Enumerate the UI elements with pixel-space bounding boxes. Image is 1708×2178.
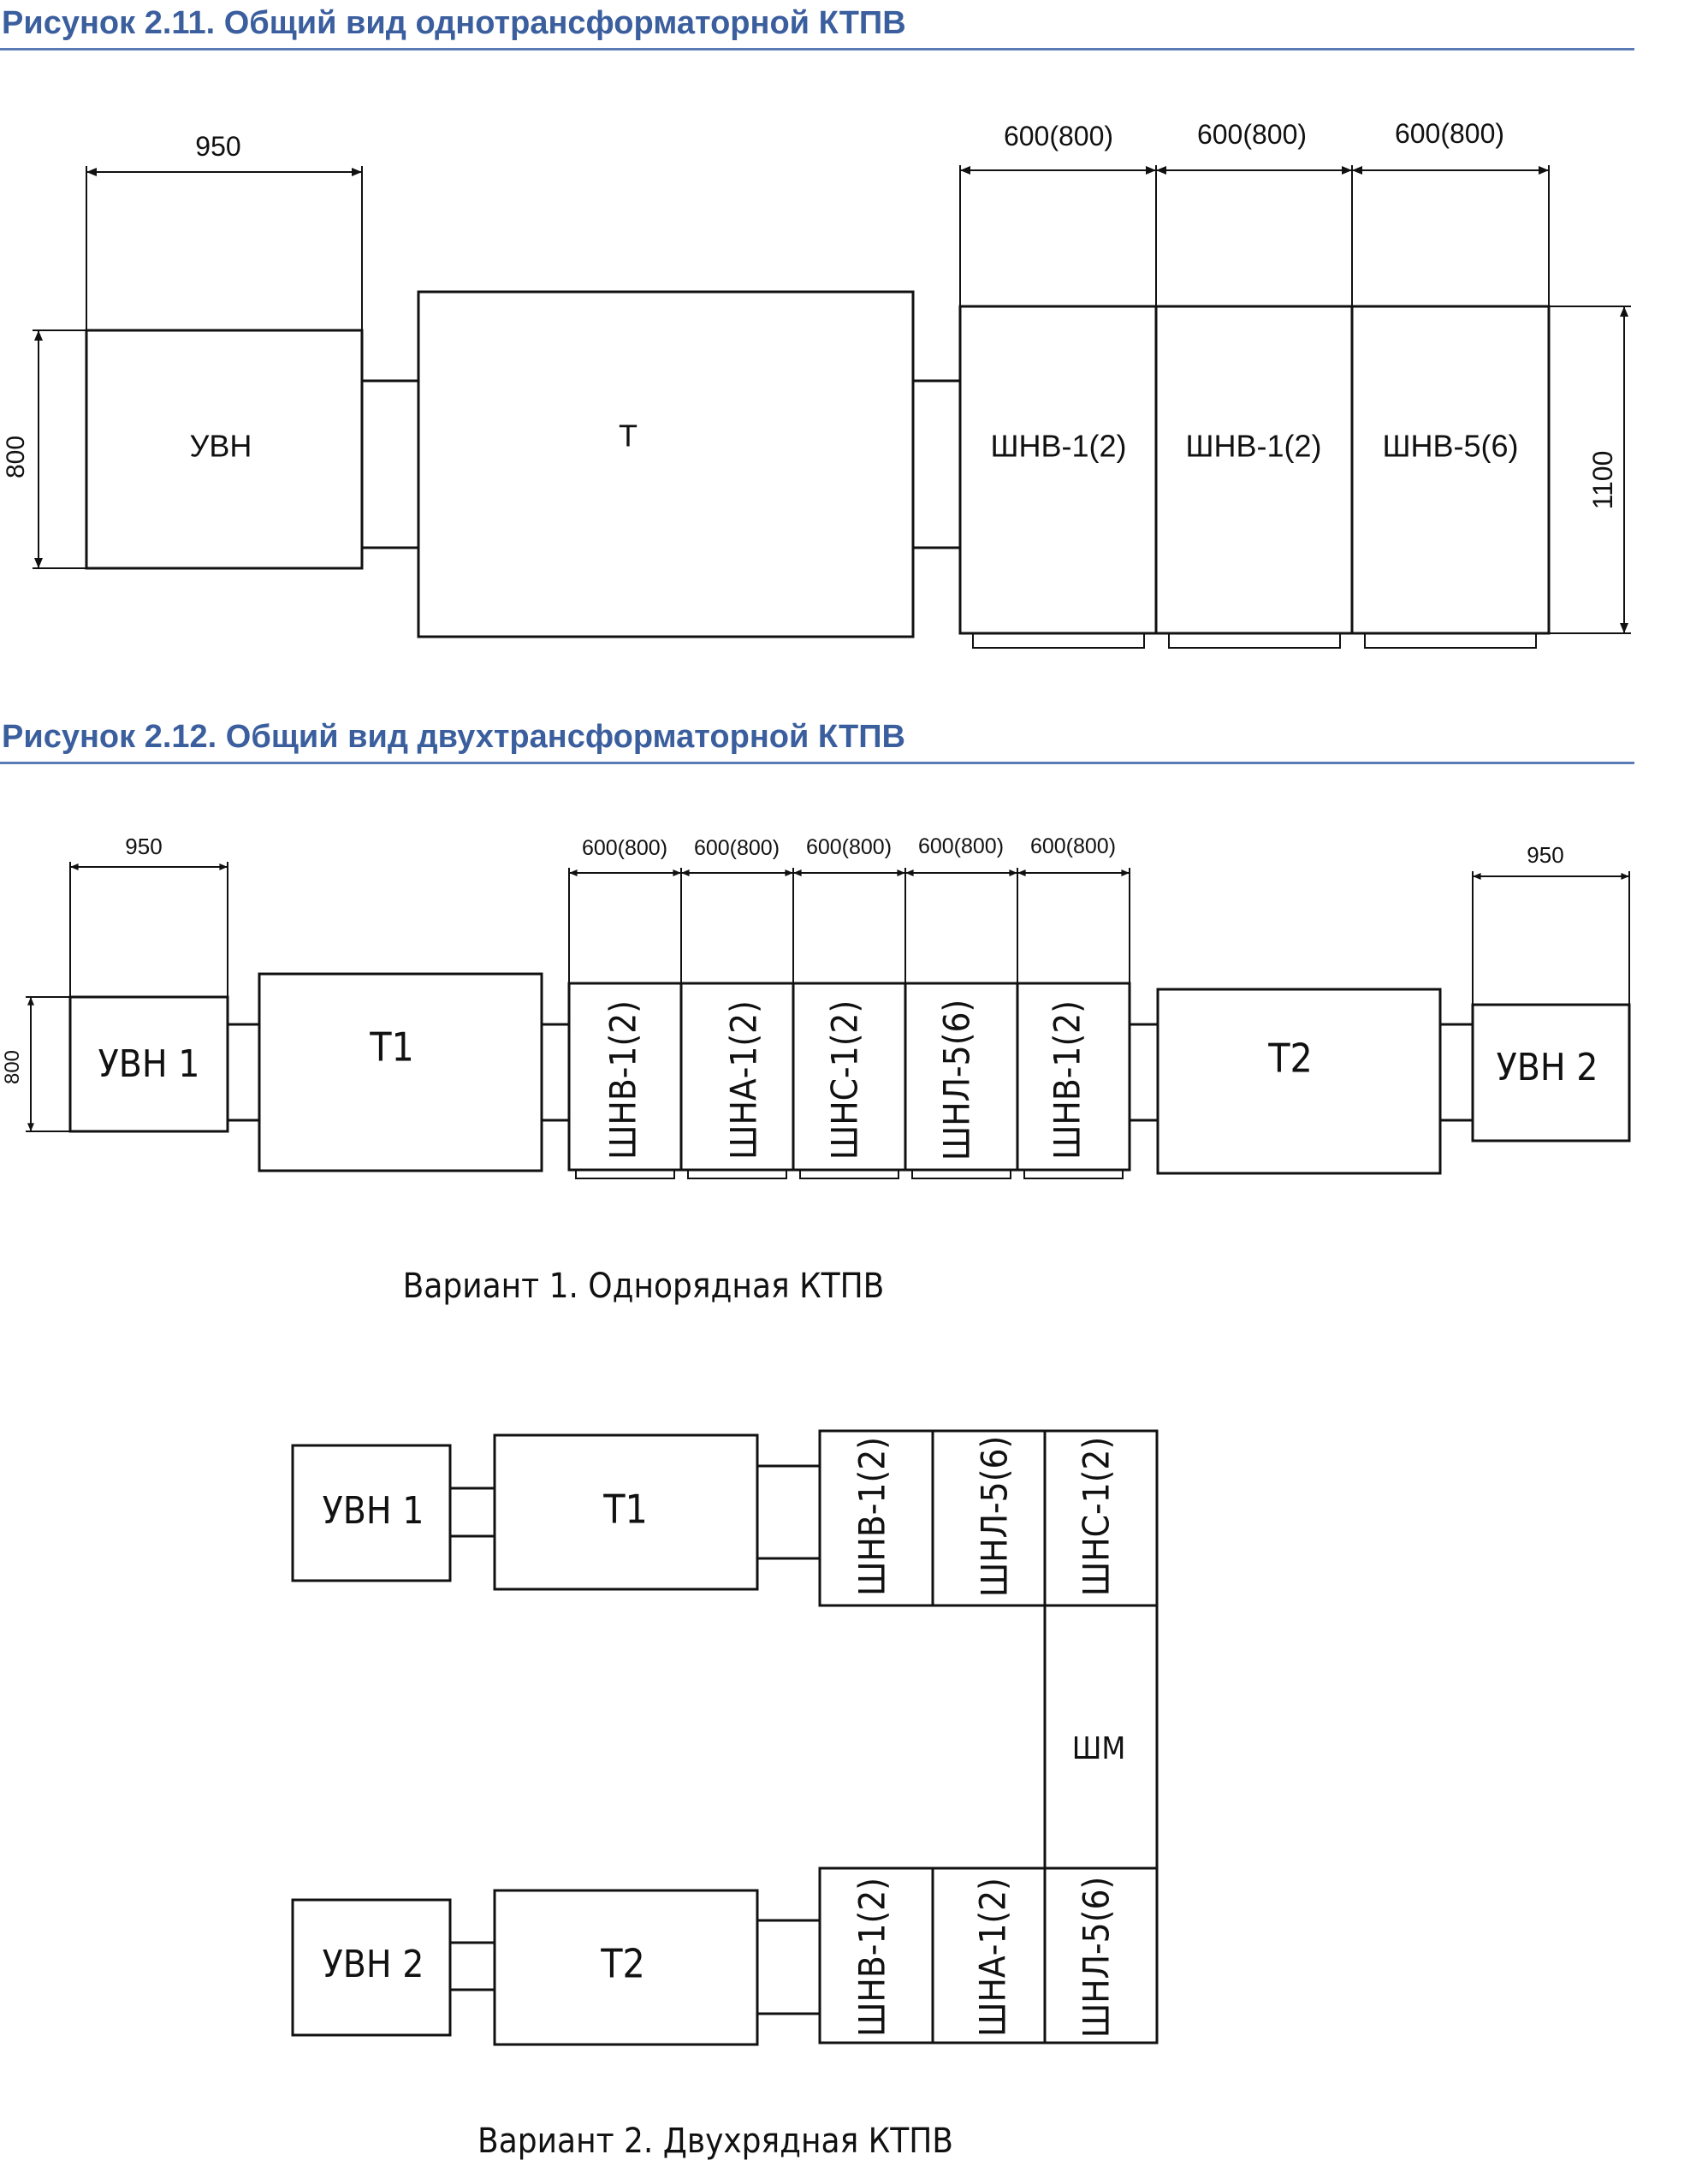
uvn2-label: УВН 2 xyxy=(1497,1046,1598,1089)
t1-label: Т1 xyxy=(369,1024,414,1071)
t2-label: Т2 xyxy=(1267,1036,1313,1082)
cabinet-height-dim: 1100 xyxy=(1587,451,1618,510)
cabinet-4-label: ШНЛ-5(6) xyxy=(936,1000,978,1160)
cabinet-1-label: ШНВ-1(2) xyxy=(602,1000,644,1160)
cabinet-5-label: ШНА-1(2) xyxy=(972,1878,1014,2037)
uvn2-block xyxy=(291,1898,452,2037)
figure-2-title: Рисунок 2.12. Общий вид двухтрансформато… xyxy=(2,719,906,755)
variant-2-caption: Вариант 2. Двухрядная КТПВ xyxy=(477,2122,953,2161)
transformer-block xyxy=(417,290,915,638)
uvn-label: УВН xyxy=(190,429,252,464)
figure-1-rule xyxy=(0,48,1634,50)
cabinet-plinth xyxy=(972,632,1145,649)
uvn1-block xyxy=(68,995,229,1133)
cabinet-3-label: ШНС-1(2) xyxy=(1076,1437,1118,1596)
cabinet-width-dim: 600(800) xyxy=(694,836,780,860)
cabinet-width-dim: 600(800) xyxy=(1197,119,1307,150)
uvn-height-dim: 800 xyxy=(2,436,30,478)
cabinet-plinth xyxy=(911,1169,1011,1179)
cabinet-plinth xyxy=(687,1169,787,1179)
shm-label: ШМ xyxy=(1072,1731,1126,1766)
cabinet-1-label: ШНВ-1(2) xyxy=(851,1437,893,1596)
cabinet-1 xyxy=(958,305,1158,635)
figure-2-rule xyxy=(0,762,1634,764)
figure-1-diagram: УВН Т ШНВ-1(2) ШНВ-1(2) ШНВ-5(6) 950 800 xyxy=(2,118,1631,649)
cabinet-width-dim: 600(800) xyxy=(1004,121,1113,151)
cabinet-6-label: ШНЛ-5(6) xyxy=(1076,1877,1118,2038)
cabinet-3-label: ШНС-1(2) xyxy=(824,1000,866,1160)
cabinet-2 xyxy=(1154,305,1354,635)
uvn2-width-dim: 950 xyxy=(1527,842,1563,868)
uvn1-height-dim: 800 xyxy=(1,1050,24,1084)
cabinet-plinth xyxy=(575,1169,675,1179)
cabinet-plinth xyxy=(1364,632,1537,649)
uvn-block xyxy=(85,329,364,570)
cabinet-plinth xyxy=(799,1169,899,1179)
t1-block xyxy=(493,1433,759,1591)
cabinet-width-dim: 600(800) xyxy=(806,835,892,859)
cabinet-3-label: ШНВ-5(6) xyxy=(1382,429,1518,464)
cabinet-2-label: ШНВ-1(2) xyxy=(1185,429,1321,464)
cabinet-plinth xyxy=(1168,632,1341,649)
cabinet-width-dim: 600(800) xyxy=(918,834,1004,858)
cabinet-plinth xyxy=(1023,1169,1124,1179)
t2-block xyxy=(493,1889,759,2046)
t2-label: Т2 xyxy=(600,1941,645,1987)
cabinet-width-dim: 600(800) xyxy=(1030,834,1116,858)
uvn1-block xyxy=(291,1444,452,1582)
cabinet-6 xyxy=(1043,1866,1159,2044)
cabinet-3 xyxy=(1350,305,1551,635)
t1-label: Т1 xyxy=(602,1487,648,1533)
figure-2-variant-2: УВН 1 Т1 ШНВ-1(2) ШНЛ-5(6) ШНС-1(2) ШМ У… xyxy=(291,1429,1159,2161)
figure-2-variant-1: УВН 1 Т1 ШНВ-1(2) ШНА-1(2) ШНС-1(2) ШНЛ-… xyxy=(1,834,1631,1306)
cabinet-5-label: ШНВ-1(2) xyxy=(1047,1000,1088,1160)
uvn1-label: УВН 1 xyxy=(98,1042,200,1086)
uvn1-width-dim: 950 xyxy=(125,834,162,859)
uvn-width-dim: 950 xyxy=(195,131,240,162)
t2-block xyxy=(1156,988,1442,1175)
cabinet-width-dim: 600(800) xyxy=(582,836,667,860)
figure-1-title: Рисунок 2.11. Общий вид однотрансформато… xyxy=(2,5,906,41)
cabinet-2-label: ШНА-1(2) xyxy=(723,1000,765,1160)
uvn2-label: УВН 2 xyxy=(323,1943,424,1986)
variant-1-caption: Вариант 1. Однорядная КТПВ xyxy=(403,1267,885,1306)
cabinet-4-label: ШНВ-1(2) xyxy=(851,1878,893,2037)
cabinet-1-label: ШНВ-1(2) xyxy=(990,429,1126,464)
cabinet-2-label: ШНЛ-5(6) xyxy=(974,1436,1016,1597)
cabinet-width-dim: 600(800) xyxy=(1395,118,1504,149)
uvn1-label: УВН 1 xyxy=(323,1489,424,1533)
uvn2-block xyxy=(1471,1003,1631,1142)
t1-block xyxy=(258,972,543,1172)
transformer-label: Т xyxy=(619,418,638,454)
